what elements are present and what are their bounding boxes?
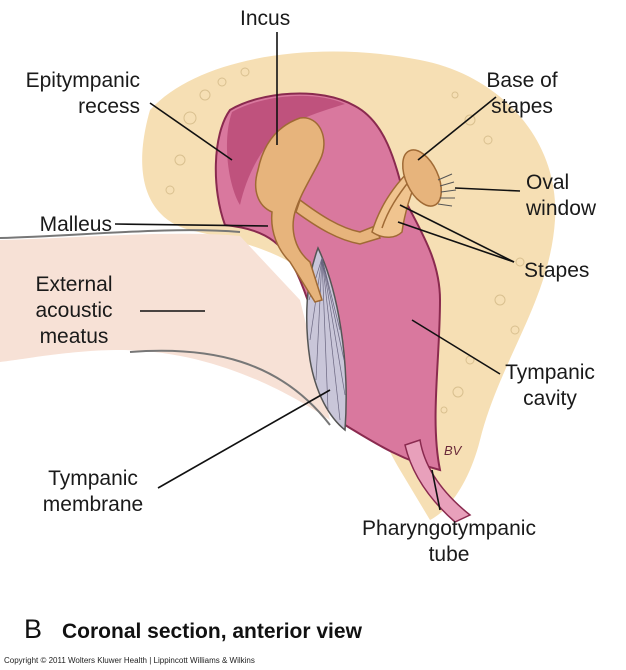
label-incus: Incus	[240, 7, 291, 30]
incus-long-process	[295, 198, 382, 245]
label-external-acoustic-meatus: External acoustic meatus	[10, 272, 138, 350]
label-epitympanic-recess-line1: Epitympanic	[25, 69, 140, 92]
label-external-acoustic-meatus-line2: acoustic	[35, 299, 113, 322]
panel-letter: B	[24, 614, 43, 644]
malleus-incus-shape	[254, 117, 325, 303]
pharyngotympanic-tube-shape	[404, 439, 472, 523]
label-tympanic-cavity: Tympanic cavity	[500, 360, 600, 412]
label-base-of-stapes: Base of stapes	[470, 68, 574, 120]
label-oval-window: Oval window	[526, 170, 622, 222]
label-base-of-stapes-line1: Base of	[486, 69, 558, 92]
epitympanic-recess-shade	[226, 95, 345, 205]
label-external-acoustic-meatus-line1: External	[35, 273, 113, 296]
label-oval-window-line1: Oval	[526, 171, 570, 194]
external-meatus-skin	[0, 233, 330, 420]
label-stapes: Stapes	[524, 259, 590, 282]
label-pharyngotympanic-tube-line1: Pharyngotympanic	[362, 517, 536, 540]
label-base-of-stapes-line2: stapes	[491, 95, 553, 118]
label-tympanic-membrane: Tympanic membrane	[30, 466, 156, 518]
leader-lines	[114, 32, 521, 511]
label-tympanic-membrane-line2: membrane	[42, 493, 144, 516]
label-oval-window-line2: window	[526, 197, 597, 220]
label-tympanic-cavity-line1: Tympanic	[505, 361, 595, 384]
artist-signature: BV	[444, 443, 462, 458]
label-malleus: Malleus	[39, 213, 112, 236]
stapes-footplate	[401, 149, 443, 207]
label-tympanic-cavity-line2: cavity	[523, 387, 577, 410]
label-external-acoustic-meatus-line3: meatus	[39, 325, 109, 348]
label-epitympanic-recess: Epitympanic recess	[6, 68, 140, 120]
oval-window-hatching	[437, 173, 457, 207]
label-pharyngotympanic-tube-line2: tube	[428, 543, 470, 566]
meatus-wall-line	[0, 229, 241, 239]
label-epitympanic-recess-line2: recess	[78, 95, 140, 118]
label-tympanic-membrane-line1: Tympanic	[48, 467, 138, 490]
meatus-floor-line	[129, 349, 331, 426]
label-pharyngotympanic-tube: Pharyngotympanic tube	[344, 516, 554, 568]
copyright-notice: Copyright © 2011 Wolters Kluwer Health |…	[4, 656, 255, 665]
panel-title: Coronal section, anterior view	[62, 620, 362, 643]
